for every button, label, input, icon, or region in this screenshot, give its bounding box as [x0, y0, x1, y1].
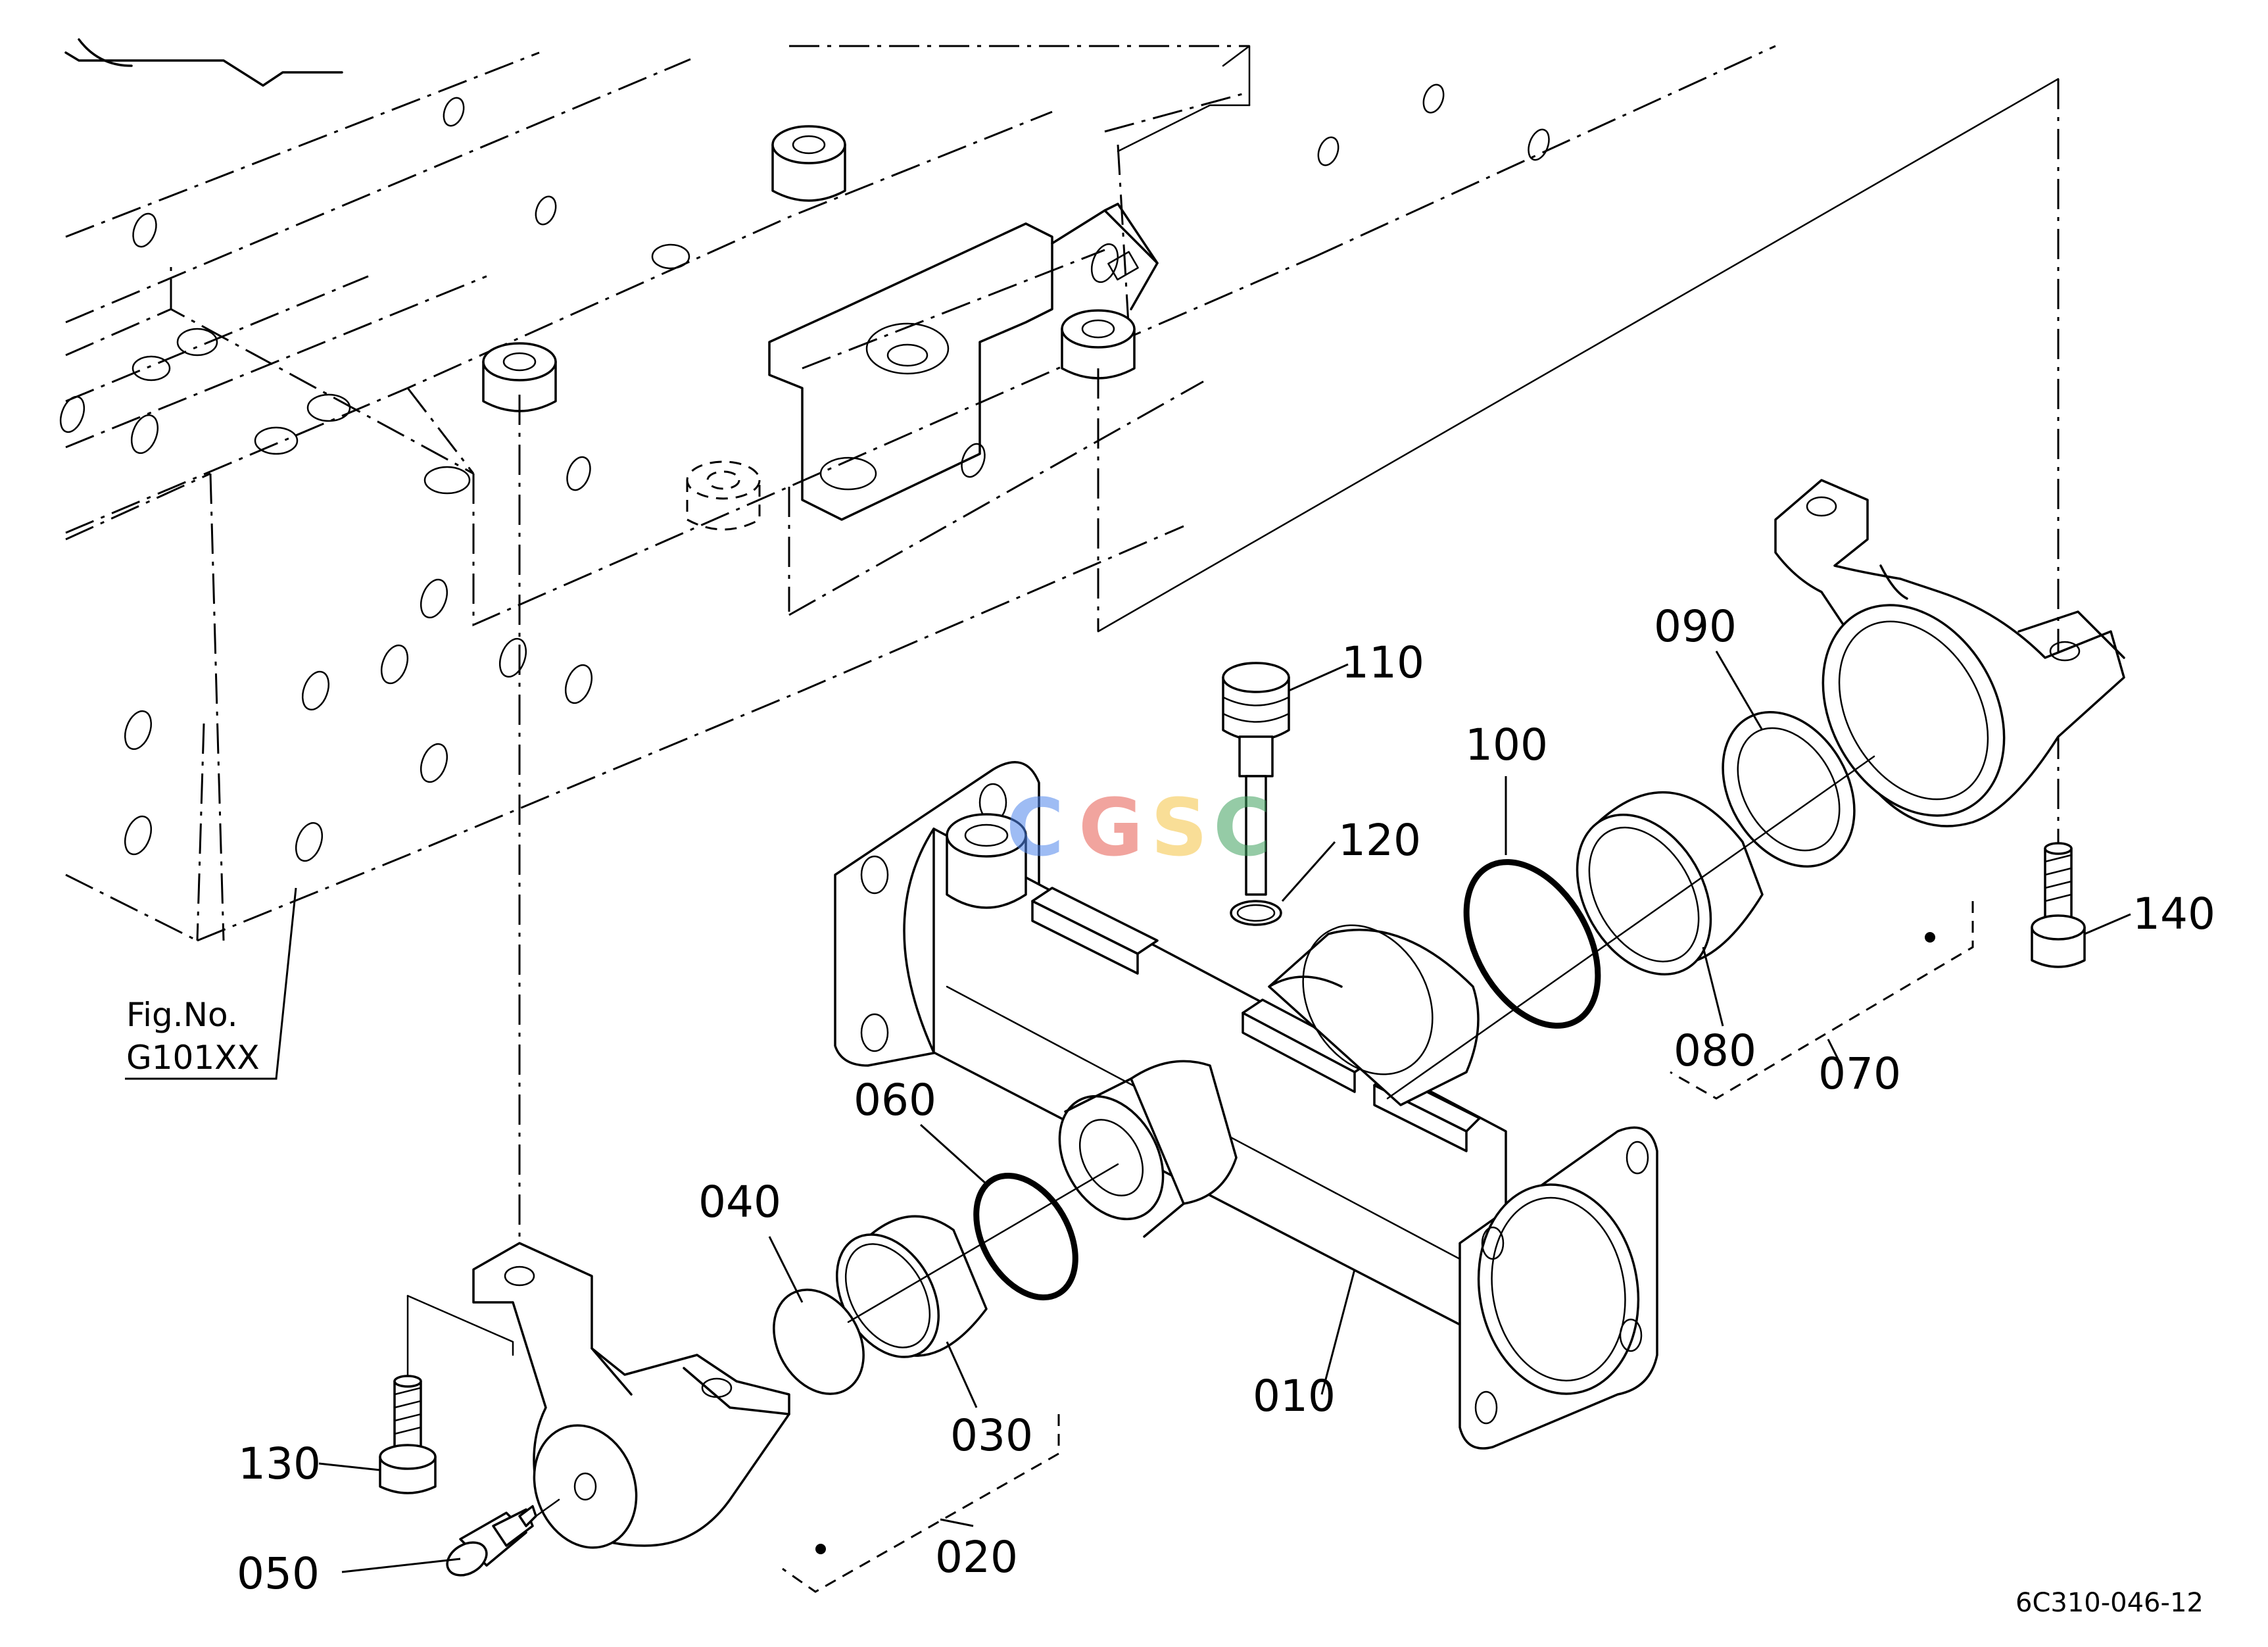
reference-note-line2: G101XX — [126, 1039, 260, 1077]
callout-140: 140 — [2133, 889, 2215, 939]
callout-130: 130 — [238, 1438, 321, 1489]
callout-030: 030 — [950, 1410, 1033, 1461]
part-040-thrust-washer — [773, 1289, 865, 1395]
callout-050: 050 — [237, 1548, 320, 1599]
grease-nipple-axis — [535, 1498, 560, 1517]
callout-060: 060 — [854, 1075, 936, 1125]
part-090-thrust-washer — [1722, 711, 1856, 868]
part-030-bushing — [835, 1215, 988, 1358]
frame-weld-nut-1 — [771, 125, 846, 202]
watermark: C G S C — [1006, 783, 1271, 874]
part-070-right-bracket — [1774, 479, 2125, 827]
part-010-housing — [834, 761, 1658, 1450]
part-100-o-ring — [1463, 859, 1601, 1029]
watermark-letter-3: S — [1151, 783, 1207, 874]
part-020-left-bracket — [472, 1242, 790, 1549]
leader-070 — [1827, 1039, 1843, 1066]
part-110-breather-plug — [1222, 662, 1290, 896]
leader-010 — [1320, 1269, 1356, 1395]
callout-010: 010 — [1253, 1371, 1336, 1421]
leader-110 — [1288, 663, 1349, 692]
watermark-letter-4: C — [1213, 783, 1271, 874]
callout-110: 110 — [1341, 637, 1424, 688]
leader-130 — [318, 1462, 381, 1471]
assembly-bracket-070 — [1670, 901, 1974, 1100]
leader-090 — [1715, 651, 1764, 731]
callout-070: 070 — [1818, 1048, 1901, 1099]
frame-mount-bracket — [768, 203, 1159, 521]
part-080-bushing — [1576, 791, 1764, 975]
part-140-bolt — [2031, 842, 2086, 968]
callout-120: 120 — [1338, 815, 1421, 866]
leader-020 — [940, 1518, 974, 1527]
leader-080 — [1702, 946, 1724, 1027]
frame-weld-nut-3 — [1061, 309, 1136, 380]
watermark-letter-1: C — [1006, 783, 1064, 874]
watermark-letter-2: G — [1078, 783, 1144, 874]
leader-050 — [341, 1558, 461, 1573]
leader-120 — [1281, 841, 1336, 902]
part-130-bolt — [379, 1375, 437, 1494]
part-050-grease-nipple — [446, 1505, 537, 1577]
left-group-axis-line — [847, 1163, 1119, 1323]
right-bracket-leader — [1097, 78, 2060, 633]
callout-080: 080 — [1674, 1025, 1756, 1076]
reference-note: Fig.No. G101XX — [125, 887, 297, 1080]
callout-020: 020 — [935, 1532, 1018, 1583]
drawing-code: 6C310-046-12 — [2015, 1588, 2204, 1618]
reference-note-line1: Fig.No. — [126, 996, 238, 1034]
right-group-axis-line — [1386, 755, 1875, 1100]
frame-assembly — [59, 38, 1776, 942]
leader-030 — [946, 1341, 978, 1408]
bolt-130-leader-bend — [406, 1294, 514, 1356]
callout-090: 090 — [1654, 601, 1737, 652]
frame-weld-nut-2 — [482, 342, 557, 412]
assembly-dot-020 — [815, 1544, 826, 1554]
part-060-o-ring — [973, 1173, 1078, 1300]
frame-weld-nut-hidden — [686, 460, 761, 531]
assembly-bracket-020 — [782, 1414, 1060, 1593]
part-120-o-ring — [1230, 900, 1282, 926]
callout-040: 040 — [698, 1177, 781, 1227]
leader-140 — [2084, 913, 2131, 935]
leader-060 — [919, 1123, 988, 1185]
assembly-dot-070 — [1925, 932, 1935, 943]
callout-100: 100 — [1465, 720, 1548, 770]
leader-040 — [768, 1236, 804, 1303]
